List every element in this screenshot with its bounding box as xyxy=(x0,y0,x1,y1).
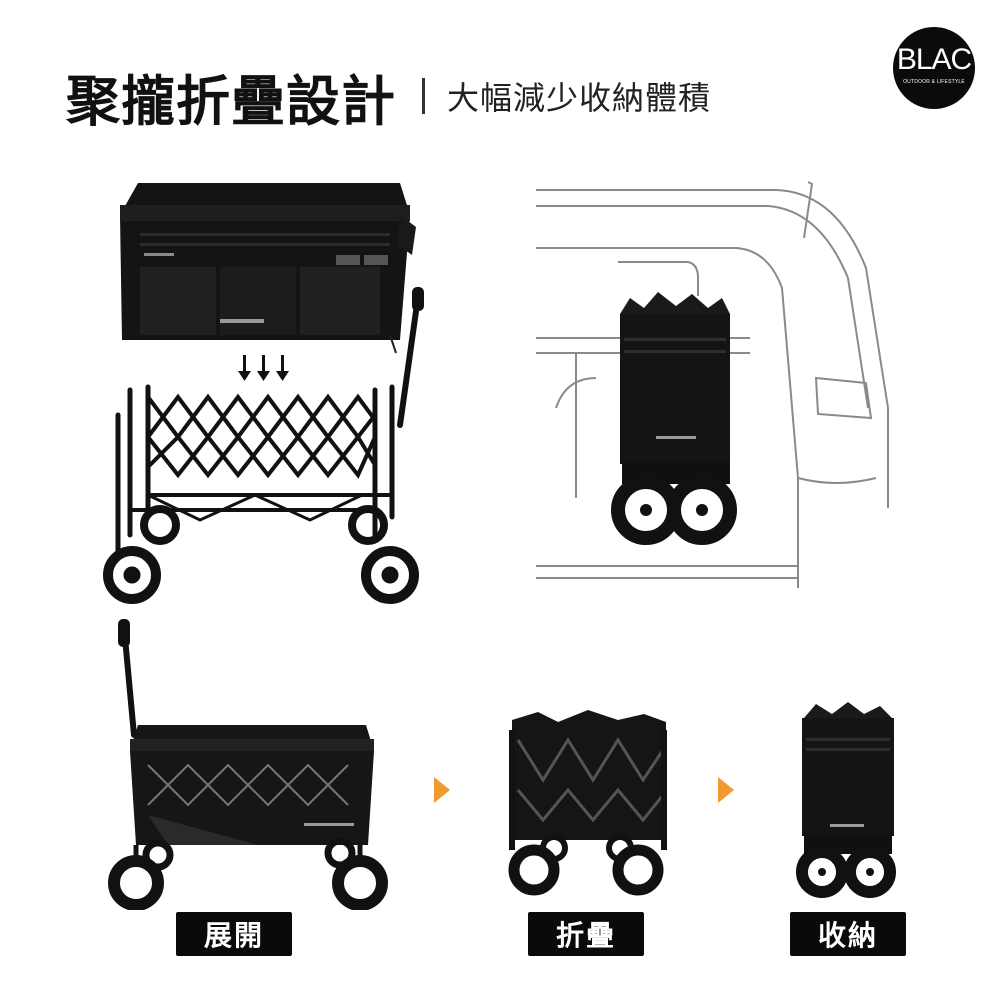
bag-and-frame-illustration xyxy=(100,175,430,605)
page-subtitle: 大幅減少收納體積 xyxy=(447,79,712,117)
stage-label-expanded: 展開 xyxy=(176,912,292,956)
folding-frame-image xyxy=(103,287,424,604)
play-arrow-icon xyxy=(716,775,736,805)
expanded-cart-image xyxy=(108,615,388,910)
fabric-bag-image xyxy=(120,183,416,354)
stage-label-stored: 收納 xyxy=(790,912,906,956)
stage-label-folding: 折疊 xyxy=(528,912,644,956)
title-divider xyxy=(422,78,425,114)
logo-sub-text: OUTDOOR & LIFESTYLE xyxy=(903,79,965,85)
page-title: 聚攏折疊設計 xyxy=(66,69,396,133)
folded-cart-image xyxy=(611,292,737,545)
logo-main-text: BLAC xyxy=(896,43,972,76)
car-trunk-illustration xyxy=(536,178,892,600)
down-arrow-icon xyxy=(238,355,289,381)
brand-logo: BLAC OUTDOOR & LIFESTYLE xyxy=(893,27,975,109)
header: 聚攏折疊設計 大幅減少收納體積 xyxy=(66,60,712,133)
folding-cart-image xyxy=(498,710,678,900)
play-arrow-icon xyxy=(432,775,452,805)
stored-cart-image xyxy=(792,700,902,900)
